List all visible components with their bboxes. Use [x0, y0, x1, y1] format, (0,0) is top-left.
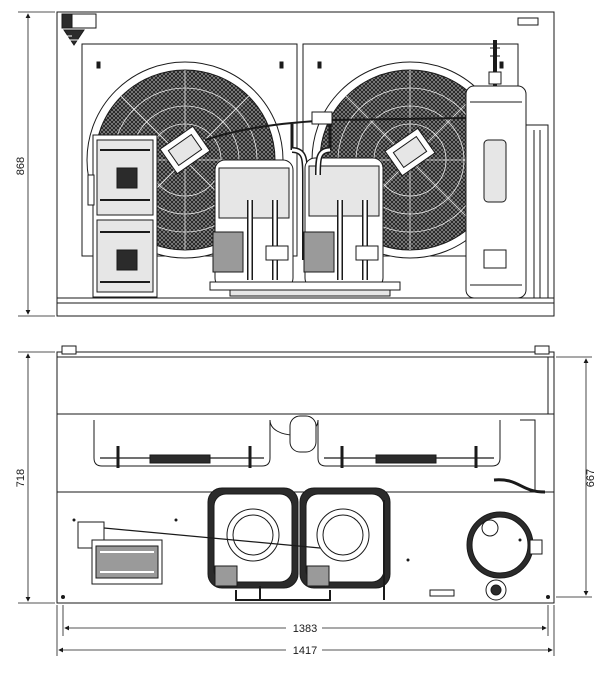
front-height-dimension: [18, 11, 55, 317]
front-base-plate: [56, 297, 555, 317]
liquid-receiver: [465, 40, 549, 299]
control-box: [87, 134, 158, 298]
top-control-box: [77, 521, 163, 585]
top-compressor-2: [299, 487, 391, 589]
top-inner-depth-label: 667: [585, 469, 597, 487]
front-compressor-1: [212, 147, 308, 289]
top-fan-right: [317, 420, 501, 468]
top-liquid-receiver: [466, 511, 543, 601]
top-view: [56, 345, 555, 604]
warning-label-icon: [61, 13, 97, 46]
inner-width-label: 1383: [293, 623, 317, 635]
front-compressor-2: [303, 147, 384, 289]
top-depth-label: 718: [15, 469, 27, 487]
front-view: [56, 11, 555, 317]
top-inner-depth-dimension: [556, 356, 592, 598]
top-fan-left: [93, 420, 271, 468]
top-compressor-1: [207, 487, 299, 589]
front-height-label: 868: [15, 157, 27, 175]
top-depth-dimension: [18, 351, 55, 604]
overall-width-label: 1417: [293, 645, 317, 657]
